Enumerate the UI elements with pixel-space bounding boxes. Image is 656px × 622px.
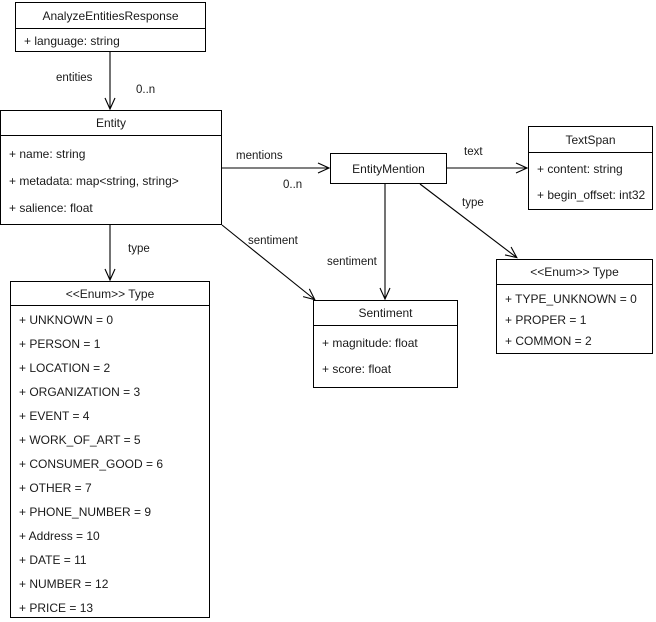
class-entity[interactable]: Entity + name: string + metadata: map<st… <box>0 110 222 225</box>
enum-value-row: + PERSON = 1 <box>19 337 101 351</box>
enum-value-row: + ORGANIZATION = 3 <box>19 385 141 399</box>
enum-value-row: + PHONE_NUMBER = 9 <box>19 505 152 519</box>
enum-value-row: + PRICE = 13 <box>19 601 94 615</box>
attribute-row: + metadata: map<string, string> <box>9 173 179 188</box>
enum-value-row: + CONSUMER_GOOD = 6 <box>19 457 164 471</box>
edge-label-entities: entities <box>56 72 93 84</box>
attribute-row: + magnitude: float <box>322 336 418 350</box>
enum-value-row: + NUMBER = 12 <box>19 577 109 591</box>
enum-value-row: + EVENT = 4 <box>19 409 90 423</box>
class-title-text-span: TextSpan <box>529 127 652 153</box>
enum-value-row: + COMMON = 2 <box>505 333 592 348</box>
attribute-row: + begin_offset: int32 <box>537 188 646 202</box>
enum-value-row: + LOCATION = 2 <box>19 361 111 375</box>
edge-label-mentions: mentions <box>236 150 283 162</box>
class-title-entity-mention: EntityMention <box>352 161 425 176</box>
class-body-text-span: + content: string + begin_offset: int32 <box>529 153 652 209</box>
class-body-entity-type-enum: + UNKNOWN = 0 + PERSON = 1 + LOCATION = … <box>11 306 209 617</box>
class-body-analyze-entities-response: + language: string <box>16 29 205 52</box>
enum-value-row: + OTHER = 7 <box>19 481 92 495</box>
enum-value-row: + WORK_OF_ART = 5 <box>19 433 141 447</box>
enum-value-row: + PROPER = 1 <box>505 312 587 327</box>
attribute-row: + salience: float <box>9 200 93 215</box>
class-body-entity: + name: string + metadata: map<string, s… <box>1 136 221 224</box>
edge-label-entity-sentiment: sentiment <box>248 235 298 247</box>
class-title-analyze-entities-response: AnalyzeEntitiesResponse <box>16 3 205 29</box>
class-analyze-entities-response[interactable]: AnalyzeEntitiesResponse + language: stri… <box>15 2 206 52</box>
enum-value-row: + Address = 10 <box>19 529 100 543</box>
enum-value-row: + DATE = 11 <box>19 553 87 567</box>
class-title-entity: Entity <box>1 111 221 136</box>
edge-multiplicity-entities: 0..n <box>136 84 156 96</box>
enum-value-row: + UNKNOWN = 0 <box>19 313 114 327</box>
class-text-span[interactable]: TextSpan + content: string + begin_offse… <box>528 126 653 210</box>
edge-label-mention-type: type <box>462 197 484 209</box>
attribute-row: + score: float <box>322 362 392 376</box>
enum-value-row: + TYPE_UNKNOWN = 0 <box>505 291 637 306</box>
edge-multiplicity-mentions: 0..n <box>283 179 303 191</box>
class-title-sentiment: Sentiment <box>314 301 457 326</box>
class-entity-mention[interactable]: EntityMention <box>330 153 447 184</box>
class-title-entity-type-enum: <<Enum>> Type <box>11 282 209 306</box>
class-body-mention-type-enum: + TYPE_UNKNOWN = 0 + PROPER = 1 + COMMON… <box>497 285 652 353</box>
class-body-sentiment: + magnitude: float + score: float <box>314 326 457 387</box>
attribute-row: + content: string <box>537 162 623 176</box>
edge-label-mention-sentiment: sentiment <box>327 256 377 268</box>
attribute-row: + name: string <box>9 146 86 161</box>
attribute-row: + language: string <box>24 33 120 48</box>
class-entity-type-enum[interactable]: <<Enum>> Type + UNKNOWN = 0 + PERSON = 1… <box>10 281 210 618</box>
edge-mention-type <box>419 183 518 259</box>
edge-label-entity-type: type <box>128 243 150 255</box>
class-mention-type-enum[interactable]: <<Enum>> Type + TYPE_UNKNOWN = 0 + PROPE… <box>496 259 653 354</box>
class-title-mention-type-enum: <<Enum>> Type <box>497 260 652 285</box>
edge-label-mention-text: text <box>464 146 483 158</box>
class-sentiment[interactable]: Sentiment + magnitude: float + score: fl… <box>313 300 458 388</box>
